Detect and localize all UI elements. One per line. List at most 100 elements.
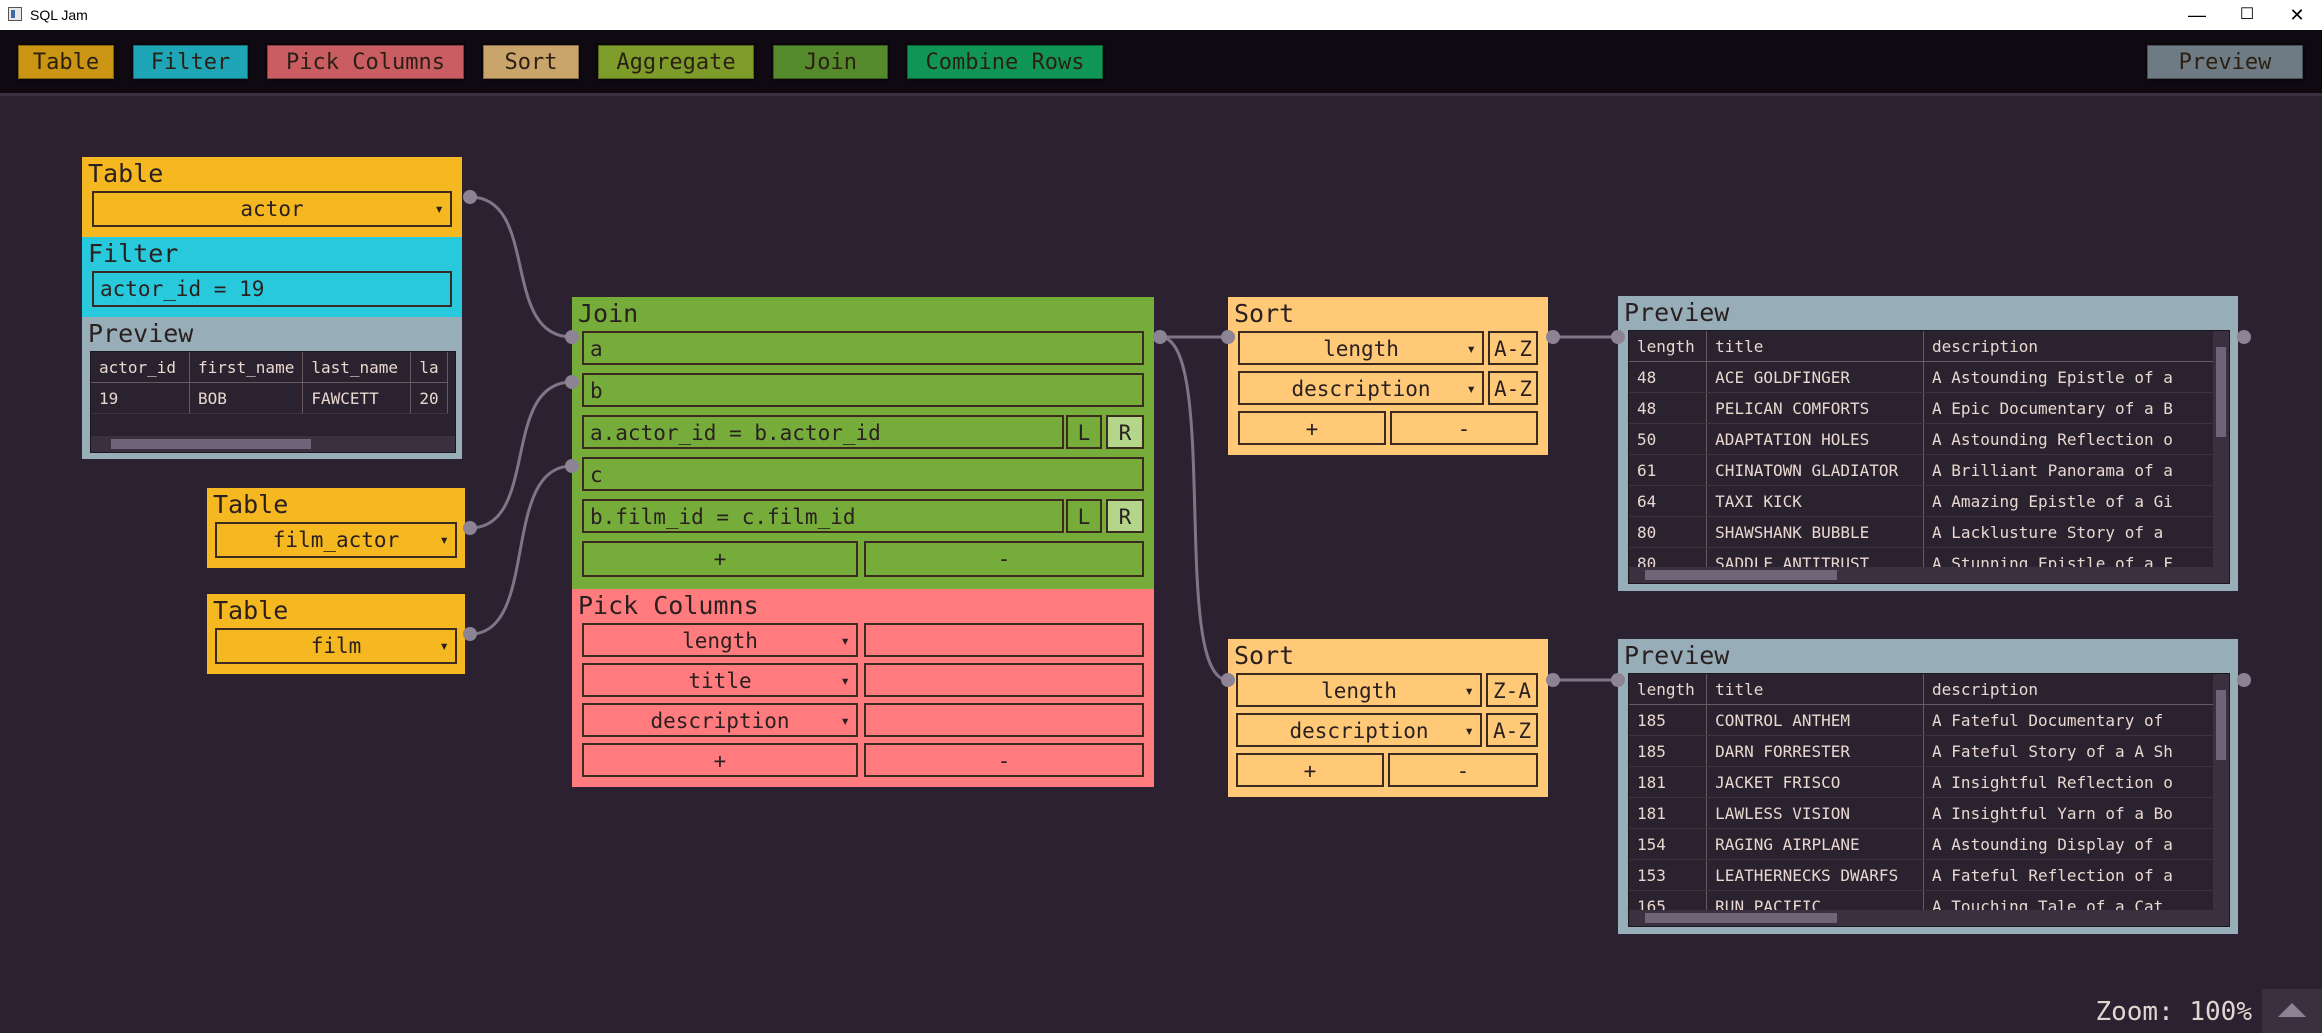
- table-node-actor[interactable]: Table actor: [82, 157, 462, 237]
- pick-column-alias-input[interactable]: [864, 703, 1144, 737]
- table-cell: 153: [1629, 859, 1708, 891]
- horizontal-scrollbar[interactable]: [1629, 910, 2229, 926]
- scrollbar-thumb[interactable]: [2216, 347, 2226, 437]
- input-port-b[interactable]: [565, 375, 579, 389]
- join-condition-ab[interactable]: a.actor_id = b.actor_id: [582, 415, 1064, 449]
- output-port[interactable]: [1546, 673, 1560, 687]
- sort-remove-button[interactable]: -: [1388, 753, 1538, 787]
- join-remove-button[interactable]: -: [864, 541, 1144, 577]
- table-cell: SHAWSHANK BUBBLE: [1706, 516, 1925, 548]
- maximize-button[interactable]: ☐: [2239, 6, 2255, 23]
- pick-column-select[interactable]: length: [582, 623, 858, 657]
- input-port-c[interactable]: [565, 459, 579, 473]
- node-title: Join: [578, 299, 639, 328]
- table-cell: A Fateful Story of a A Sh: [1923, 735, 2229, 767]
- scrollbar-thumb[interactable]: [2216, 690, 2226, 760]
- sort-order-toggle[interactable]: A-Z: [1488, 331, 1538, 365]
- left-join-toggle[interactable]: L: [1066, 499, 1102, 533]
- join-input-b[interactable]: b: [582, 373, 1144, 407]
- sort-order-toggle[interactable]: A-Z: [1486, 713, 1538, 747]
- output-port[interactable]: [463, 521, 477, 535]
- node-title: Pick Columns: [578, 591, 759, 620]
- pick-columns-node[interactable]: Pick Columns length title description + …: [572, 589, 1154, 787]
- sort-column-select[interactable]: length: [1236, 673, 1482, 707]
- table-select-film-actor[interactable]: film_actor: [215, 522, 457, 558]
- chevron-up-icon[interactable]: [2262, 989, 2322, 1033]
- input-port-a[interactable]: [565, 330, 579, 344]
- sort-column-select[interactable]: description: [1236, 713, 1482, 747]
- sort-remove-button[interactable]: -: [1390, 411, 1538, 445]
- right-join-toggle[interactable]: R: [1106, 415, 1144, 449]
- table-node-film-actor[interactable]: Table film_actor: [207, 488, 465, 568]
- add-pick-columns-button[interactable]: Pick Columns: [265, 43, 466, 81]
- filter-expression-input[interactable]: actor_id = 19: [92, 271, 452, 307]
- table-select-film[interactable]: film: [215, 628, 457, 664]
- table-node-film[interactable]: Table film: [207, 594, 465, 674]
- horizontal-scrollbar[interactable]: [91, 436, 455, 452]
- output-port[interactable]: [1153, 330, 1167, 344]
- scrollbar-thumb[interactable]: [1645, 570, 1837, 580]
- input-port[interactable]: [1611, 330, 1625, 344]
- table-header-row: length title description: [1629, 331, 2229, 362]
- input-port[interactable]: [1611, 673, 1625, 687]
- output-port[interactable]: [1546, 330, 1560, 344]
- join-input-c[interactable]: c: [582, 457, 1144, 491]
- output-port[interactable]: [2237, 673, 2251, 687]
- pick-remove-button[interactable]: -: [864, 743, 1144, 777]
- add-combine-rows-button[interactable]: Combine Rows: [905, 43, 1105, 81]
- table-cell: 48: [1629, 361, 1708, 393]
- sort-column-select[interactable]: description: [1238, 371, 1484, 405]
- vertical-scrollbar[interactable]: [2213, 331, 2229, 567]
- sort-add-button[interactable]: +: [1236, 753, 1384, 787]
- scrollbar-thumb[interactable]: [111, 439, 311, 449]
- add-join-button[interactable]: Join: [771, 43, 890, 81]
- horizontal-scrollbar[interactable]: [1629, 567, 2229, 583]
- add-preview-button[interactable]: Preview: [2145, 43, 2305, 81]
- pick-column-alias-input[interactable]: [864, 663, 1144, 697]
- sort-order-toggle[interactable]: Z-A: [1486, 673, 1538, 707]
- filter-node-actor[interactable]: Filter actor_id = 19: [82, 237, 462, 317]
- column-header: description: [1923, 674, 2229, 705]
- input-port[interactable]: [1221, 330, 1235, 344]
- table-select-actor[interactable]: actor: [92, 191, 452, 227]
- preview-grid-actor[interactable]: actor_id first_name last_name la 19 BOB …: [90, 351, 456, 453]
- sort-node-bottom[interactable]: Sort length Z-A description A-Z + -: [1228, 639, 1548, 797]
- add-sort-button[interactable]: Sort: [481, 43, 581, 81]
- left-join-toggle[interactable]: L: [1066, 415, 1102, 449]
- preview-node-actor[interactable]: Preview actor_id first_name last_name la…: [82, 317, 462, 459]
- join-node[interactable]: Join a b a.actor_id = b.actor_id L R c b…: [572, 297, 1154, 589]
- join-condition-bc[interactable]: b.film_id = c.film_id: [582, 499, 1064, 533]
- input-port[interactable]: [1221, 673, 1235, 687]
- minimize-button[interactable]: —: [2188, 5, 2206, 25]
- pick-column-select[interactable]: description: [582, 703, 858, 737]
- scrollbar-thumb[interactable]: [1645, 913, 1837, 923]
- pick-column-select[interactable]: title: [582, 663, 858, 697]
- add-table-button[interactable]: Table: [16, 43, 116, 81]
- pick-add-button[interactable]: +: [582, 743, 858, 777]
- add-aggregate-button[interactable]: Aggregate: [596, 43, 756, 81]
- join-input-a[interactable]: a: [582, 331, 1144, 365]
- sort-add-button[interactable]: +: [1238, 411, 1386, 445]
- sort-order-toggle[interactable]: A-Z: [1488, 371, 1538, 405]
- pick-column-alias-input[interactable]: [864, 623, 1144, 657]
- sort-column-select[interactable]: length: [1238, 331, 1484, 365]
- output-port[interactable]: [463, 627, 477, 641]
- add-filter-button[interactable]: Filter: [131, 43, 250, 81]
- join-add-button[interactable]: +: [582, 541, 858, 577]
- output-port[interactable]: [463, 190, 477, 204]
- vertical-scrollbar[interactable]: [2213, 674, 2229, 910]
- node-title: Filter: [88, 239, 179, 268]
- right-join-toggle[interactable]: R: [1106, 499, 1144, 533]
- output-port[interactable]: [2237, 330, 2251, 344]
- close-button[interactable]: ✕: [2289, 5, 2305, 25]
- sort-node-top[interactable]: Sort length A-Z description A-Z + -: [1228, 297, 1548, 455]
